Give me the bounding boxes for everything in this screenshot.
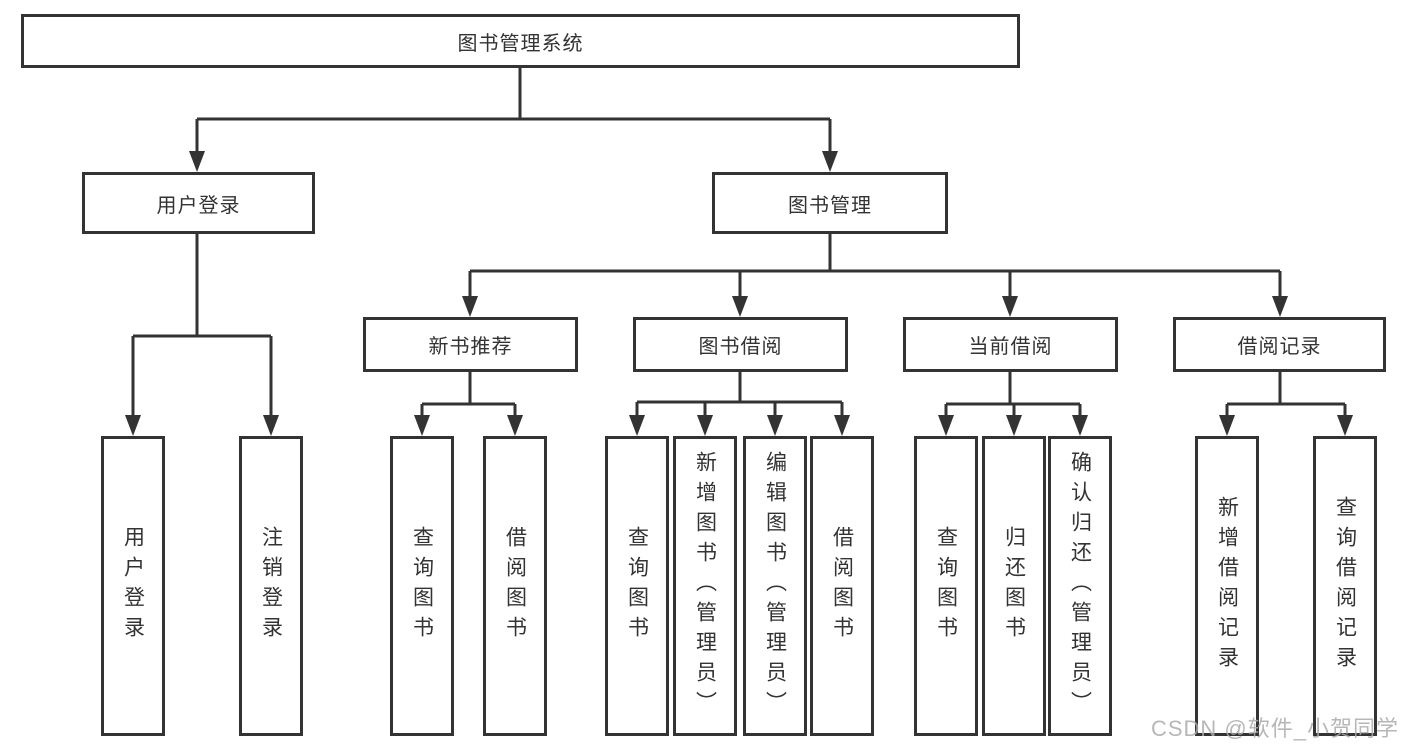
node-book-management-label: 图书管理: [788, 194, 872, 217]
leaf-bb-borrow-book-label: 借阅图书: [830, 526, 854, 646]
leaf-nbr-query-book-label: 查询图书: [410, 526, 434, 646]
connector-user-login: [131, 234, 273, 416]
arrowhead: [822, 151, 838, 172]
arrowhead: [938, 415, 954, 436]
leaf-cb-query-book-label: 查询图书: [934, 526, 958, 646]
leaf-logout: 注销登录: [239, 436, 303, 736]
node-root: 图书管理系统: [21, 14, 1020, 68]
arrowhead: [1072, 415, 1088, 436]
arrowhead: [263, 415, 279, 436]
arrowhead: [732, 296, 748, 317]
leaf-nbr-borrow-book: 借阅图书: [483, 436, 547, 736]
arrowhead: [1272, 296, 1288, 317]
leaf-bb-query-book: 查询图书: [605, 436, 669, 736]
leaf-br-add-record: 新增借阅记录: [1195, 436, 1259, 736]
leaf-user-login-label: 用户登录: [121, 526, 145, 646]
arrowhead: [1006, 415, 1022, 436]
csdn-watermark: CSDN @软件_小贺同学: [1150, 716, 1399, 741]
node-borrow-record: 借阅记录: [1173, 317, 1386, 372]
connector-borrow-record: [1225, 372, 1347, 416]
leaf-bb-borrow-book: 借阅图书: [810, 436, 874, 736]
leaf-nbr-query-book: 查询图书: [390, 436, 454, 736]
leaf-br-add-record-label: 新增借阅记录: [1215, 496, 1239, 676]
connector-new-book-recommend: [420, 372, 517, 416]
leaf-user-login: 用户登录: [101, 436, 165, 736]
connector-root: [195, 68, 832, 152]
leaf-cb-confirm-return-admin-label: 确认归还（管理员）: [1068, 451, 1092, 721]
arrowhead: [1337, 415, 1353, 436]
arrowhead: [1219, 415, 1235, 436]
leaf-bb-query-book-label: 查询图书: [625, 526, 649, 646]
node-current-borrow: 当前借阅: [903, 317, 1118, 372]
leaf-cb-return-book: 归还图书: [982, 436, 1046, 736]
node-root-label: 图书管理系统: [457, 32, 584, 55]
connector-book-management: [468, 234, 1282, 297]
leaf-logout-label: 注销登录: [259, 526, 283, 646]
arrowhead: [834, 415, 850, 436]
leaf-br-query-record: 查询借阅记录: [1313, 436, 1377, 736]
arrowhead: [1002, 296, 1018, 317]
arrowhead: [189, 151, 205, 172]
arrowhead: [697, 415, 713, 436]
node-book-management: 图书管理: [712, 172, 948, 234]
node-borrow-record-label: 借阅记录: [1237, 336, 1322, 358]
leaf-nbr-borrow-book-label: 借阅图书: [503, 526, 527, 646]
leaf-bb-add-book-admin: 新增图书（管理员）: [673, 436, 737, 736]
arrowhead: [507, 415, 523, 436]
leaf-br-query-record-label: 查询借阅记录: [1333, 496, 1357, 676]
connector-book-borrow: [635, 372, 844, 416]
leaf-bb-edit-book-admin: 编辑图书（管理员）: [743, 436, 807, 736]
leaf-bb-add-book-admin-label: 新增图书（管理员）: [693, 451, 717, 721]
arrowhead: [414, 415, 430, 436]
leaf-bb-edit-book-admin-label: 编辑图书（管理员）: [763, 451, 787, 721]
arrowhead: [462, 296, 478, 317]
leaf-cb-confirm-return-admin: 确认归还（管理员）: [1048, 436, 1112, 736]
node-current-borrow-label: 当前借阅: [968, 336, 1053, 358]
connector-current-borrow: [944, 372, 1082, 416]
arrowhead: [629, 415, 645, 436]
node-user-login-label: 用户登录: [156, 194, 241, 217]
arrowheads: [125, 151, 1353, 436]
node-new-book-recommend-label: 新书推荐: [428, 336, 513, 358]
node-new-book-recommend: 新书推荐: [363, 317, 578, 372]
node-book-borrow-label: 图书借阅: [698, 336, 783, 358]
node-user-login: 用户登录: [82, 172, 315, 234]
node-book-borrow: 图书借阅: [633, 317, 848, 372]
leaf-cb-query-book: 查询图书: [914, 436, 978, 736]
arrowhead: [125, 415, 141, 436]
arrowhead: [767, 415, 783, 436]
leaf-cb-return-book-label: 归还图书: [1002, 526, 1026, 646]
